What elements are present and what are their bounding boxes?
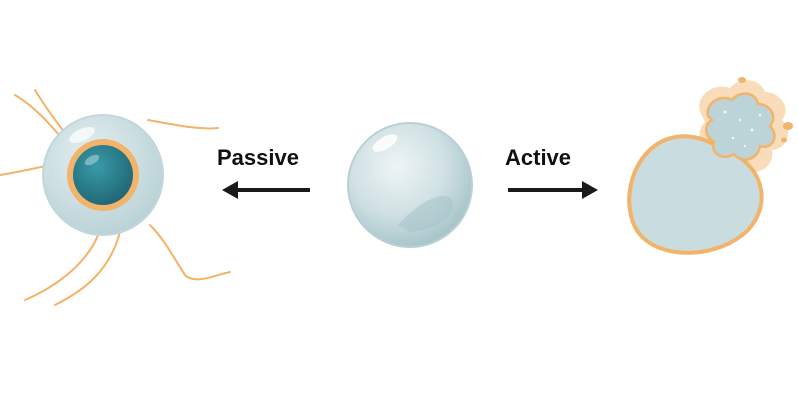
fiber (147, 119, 219, 130)
debris-dot (743, 144, 747, 148)
fragment (783, 122, 793, 130)
debris-dot (731, 136, 735, 140)
orange-fragments (738, 77, 793, 143)
passive-label: Passive (217, 145, 299, 170)
passive-cell (0, 89, 231, 306)
nucleus (73, 145, 133, 205)
fiber (54, 231, 121, 306)
swollen-cell-body (627, 134, 764, 255)
debris-dots (723, 110, 762, 148)
active-label: Active (505, 145, 572, 170)
arrow-left (222, 181, 310, 199)
debris-dot (723, 110, 727, 114)
nucleus-highlight (84, 154, 100, 166)
debris-dot (738, 118, 742, 122)
active-cell (627, 77, 793, 255)
resting-cell (347, 122, 473, 248)
fragment (781, 137, 787, 143)
ruptured-bleb (705, 92, 776, 161)
fragment (738, 77, 746, 83)
fiber (149, 224, 231, 281)
arrow-right (508, 181, 598, 199)
debris-dot (750, 128, 754, 132)
passive-cell-highlight (69, 126, 95, 144)
debris-dot (758, 113, 762, 117)
fiber (24, 229, 101, 301)
